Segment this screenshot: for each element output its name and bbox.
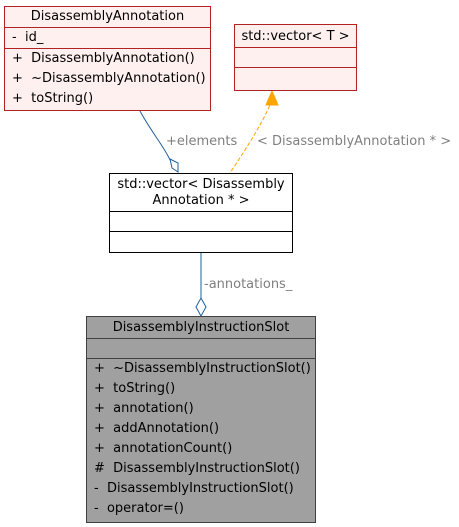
method-row: # DisassemblyInstructionSlot() <box>94 461 300 476</box>
method-row: + DisassemblyAnnotation() <box>12 51 195 66</box>
elements-edge <box>139 110 171 161</box>
class-name: std::vector< Disassembly Annotation * > <box>117 177 285 208</box>
class-name: DisassemblyAnnotation <box>30 9 185 24</box>
method-row: - DisassemblyInstructionSlot() <box>94 481 294 496</box>
class-vector-template[interactable]: std::vector< T > <box>234 24 357 91</box>
method-row: + addAnnotation() <box>94 421 220 436</box>
method-row: + ~DisassemblyAnnotation() <box>12 71 206 86</box>
method-row: + annotation() <box>94 401 194 416</box>
method-section: + ~DisassemblyInstructionSlot() + toStri… <box>87 358 315 519</box>
template-args-label: < DisassemblyAnnotation * > <box>257 134 451 149</box>
template-arrowhead <box>265 89 279 106</box>
template-edge <box>229 99 273 174</box>
method-row: + ~DisassemblyInstructionSlot() <box>94 361 311 376</box>
class-vector-annotation[interactable]: std::vector< Disassembly Annotation * > <box>109 173 293 253</box>
attribute-row: - id_ <box>12 30 44 45</box>
elements-diamond <box>169 158 179 173</box>
elements-label: +elements <box>166 134 237 149</box>
class-name: std::vector< T > <box>241 29 350 44</box>
attribute-section: - id_ <box>5 27 210 48</box>
method-row: - operator=() <box>94 501 184 516</box>
class-disassembly-instruction-slot[interactable]: DisassemblyInstructionSlot + ~Disassembl… <box>86 316 316 523</box>
attribute-section <box>87 338 315 358</box>
attribute-section <box>110 211 292 231</box>
attribute-section <box>235 47 356 67</box>
method-row: + toString() <box>94 381 176 396</box>
method-row: + annotationCount() <box>94 441 233 456</box>
method-section <box>110 231 292 251</box>
method-section <box>235 67 356 87</box>
class-disassembly-annotation[interactable]: DisassemblyAnnotation - id_ + Disassembl… <box>4 6 211 111</box>
annotations-label: -annotations_ <box>204 277 293 292</box>
class-name: DisassemblyInstructionSlot <box>112 320 290 335</box>
method-row: + toString() <box>12 91 94 106</box>
method-section: + DisassemblyAnnotation() + ~Disassembly… <box>5 48 210 109</box>
annotations-diamond <box>195 296 207 318</box>
